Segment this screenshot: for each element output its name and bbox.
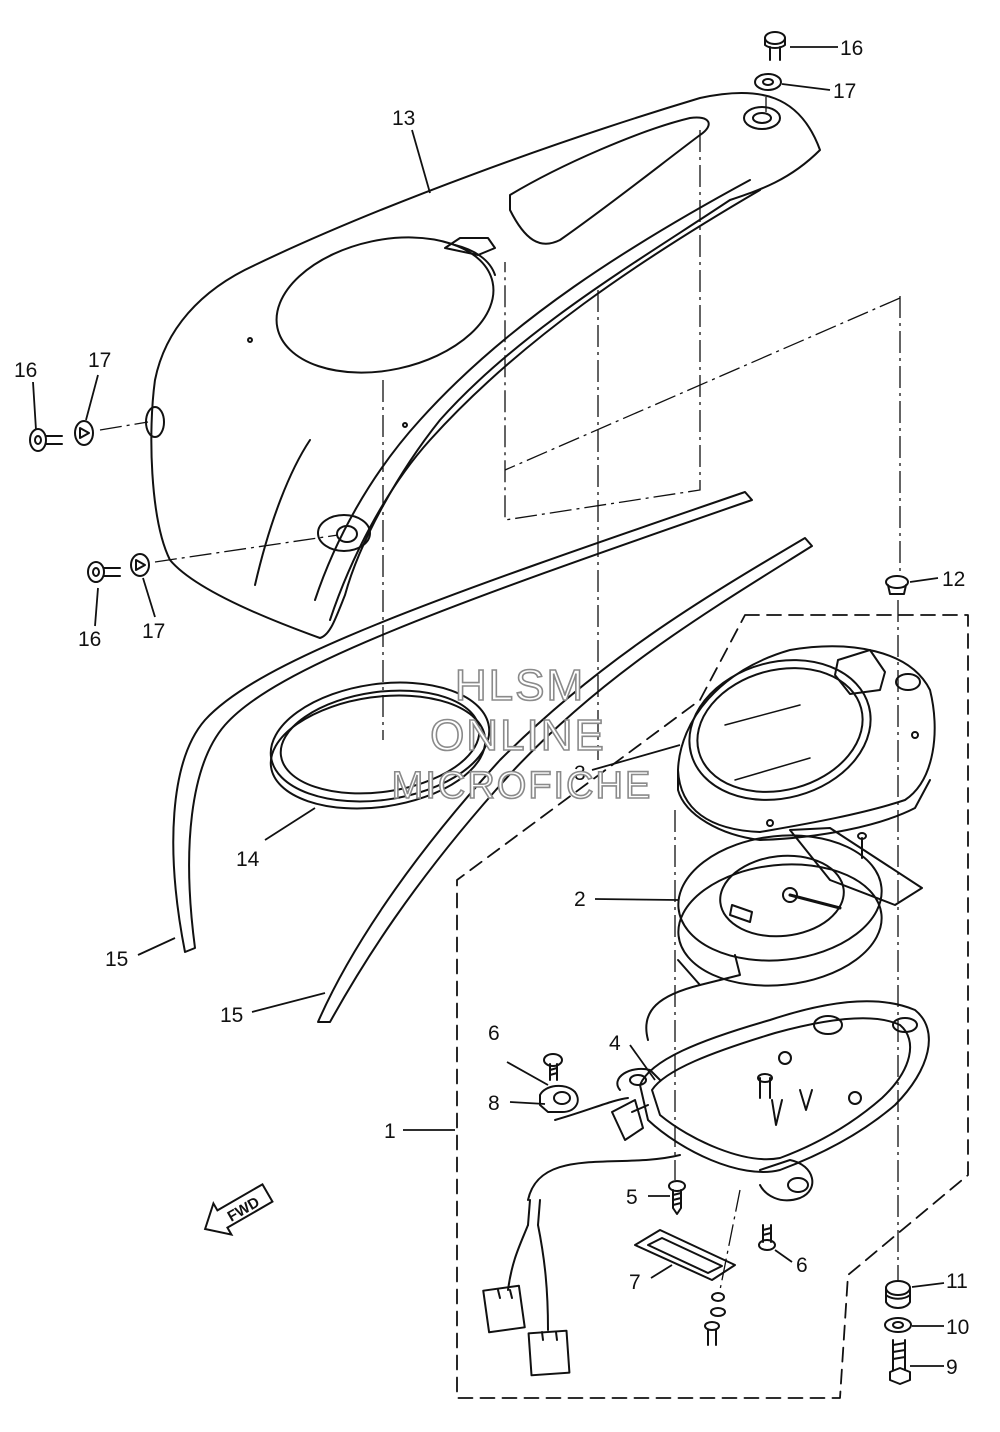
- callout-4: 4: [609, 1032, 621, 1055]
- bolt-part-16-top: [764, 31, 786, 61]
- washer-part-17-left-lower: [130, 553, 150, 577]
- callout-7: 7: [629, 1271, 641, 1294]
- washer-screw-set-lower: [704, 1292, 726, 1346]
- callout-16-top: 16: [840, 37, 863, 60]
- callout-6-upper: 6: [488, 1022, 500, 1045]
- screw-part-5: [668, 1180, 686, 1215]
- gasket-plate-part-7: [634, 1229, 736, 1281]
- washer-part-17-top: [754, 73, 782, 91]
- callout-numbers: 13 16 17 16 17 16 17 12 3 14 2 15 15 6 4…: [14, 37, 969, 1379]
- damper-part-12: [885, 575, 909, 595]
- callout-8: 8: [488, 1092, 500, 1115]
- trim-strip-part-15-upper: [172, 491, 753, 953]
- callout-1: 1: [384, 1120, 396, 1143]
- screw-part-6-lower: [758, 1224, 776, 1251]
- meter-cover-part-3: [677, 645, 936, 841]
- bolt-part-16-left-upper: [29, 428, 63, 452]
- screw-part-6-upper: [543, 1053, 563, 1081]
- callout-13: 13: [392, 107, 415, 130]
- callout-11: 11: [946, 1270, 968, 1293]
- callout-5: 5: [626, 1186, 638, 1209]
- callout-9: 9: [946, 1356, 958, 1379]
- washer-part-10: [884, 1317, 912, 1333]
- callout-15-left: 15: [105, 948, 128, 971]
- clamp-part-8: [539, 1084, 579, 1113]
- callout-10: 10: [946, 1316, 969, 1339]
- gasket-ring-part-14: [269, 681, 491, 810]
- washer-part-17-left-upper: [74, 420, 94, 446]
- callout-16-left-lower: 16: [78, 628, 101, 651]
- watermark-line-2: ONLINE: [430, 711, 606, 760]
- watermark-line-1: HLSM: [455, 661, 585, 710]
- assembly-boundary: [456, 614, 969, 1399]
- bolt-part-16-left-lower: [87, 561, 121, 583]
- callout-17-left-upper: 17: [88, 349, 111, 372]
- callout-14: 14: [236, 848, 260, 871]
- trim-strip-part-15-lower: [317, 537, 813, 1023]
- callout-3: 3: [574, 762, 586, 785]
- top-cover-part-13: [145, 91, 821, 639]
- wire-harness: [482, 1097, 681, 1377]
- forward-direction-arrow: FWD: [203, 1182, 274, 1237]
- callout-6-lower: 6: [796, 1254, 808, 1277]
- watermark: HLSM ONLINE MICROFICHE: [391, 660, 653, 808]
- watermark-line-3: MICROFICHE: [392, 765, 653, 807]
- assembly-lines: [99, 97, 901, 1291]
- meter-unit-part-2: [645, 827, 923, 1041]
- callout-17-top: 17: [833, 80, 856, 103]
- meter-case-part-4: [616, 1000, 930, 1202]
- callout-12: 12: [942, 568, 965, 591]
- callout-17-left-lower: 17: [142, 620, 165, 643]
- leader-lines: [32, 46, 945, 1367]
- callout-16-left-upper: 16: [14, 359, 37, 382]
- grommet-part-11: [885, 1280, 911, 1309]
- bolt-part-9: [889, 1339, 911, 1385]
- callout-2: 2: [574, 888, 586, 911]
- callout-15-lower: 15: [220, 1004, 243, 1027]
